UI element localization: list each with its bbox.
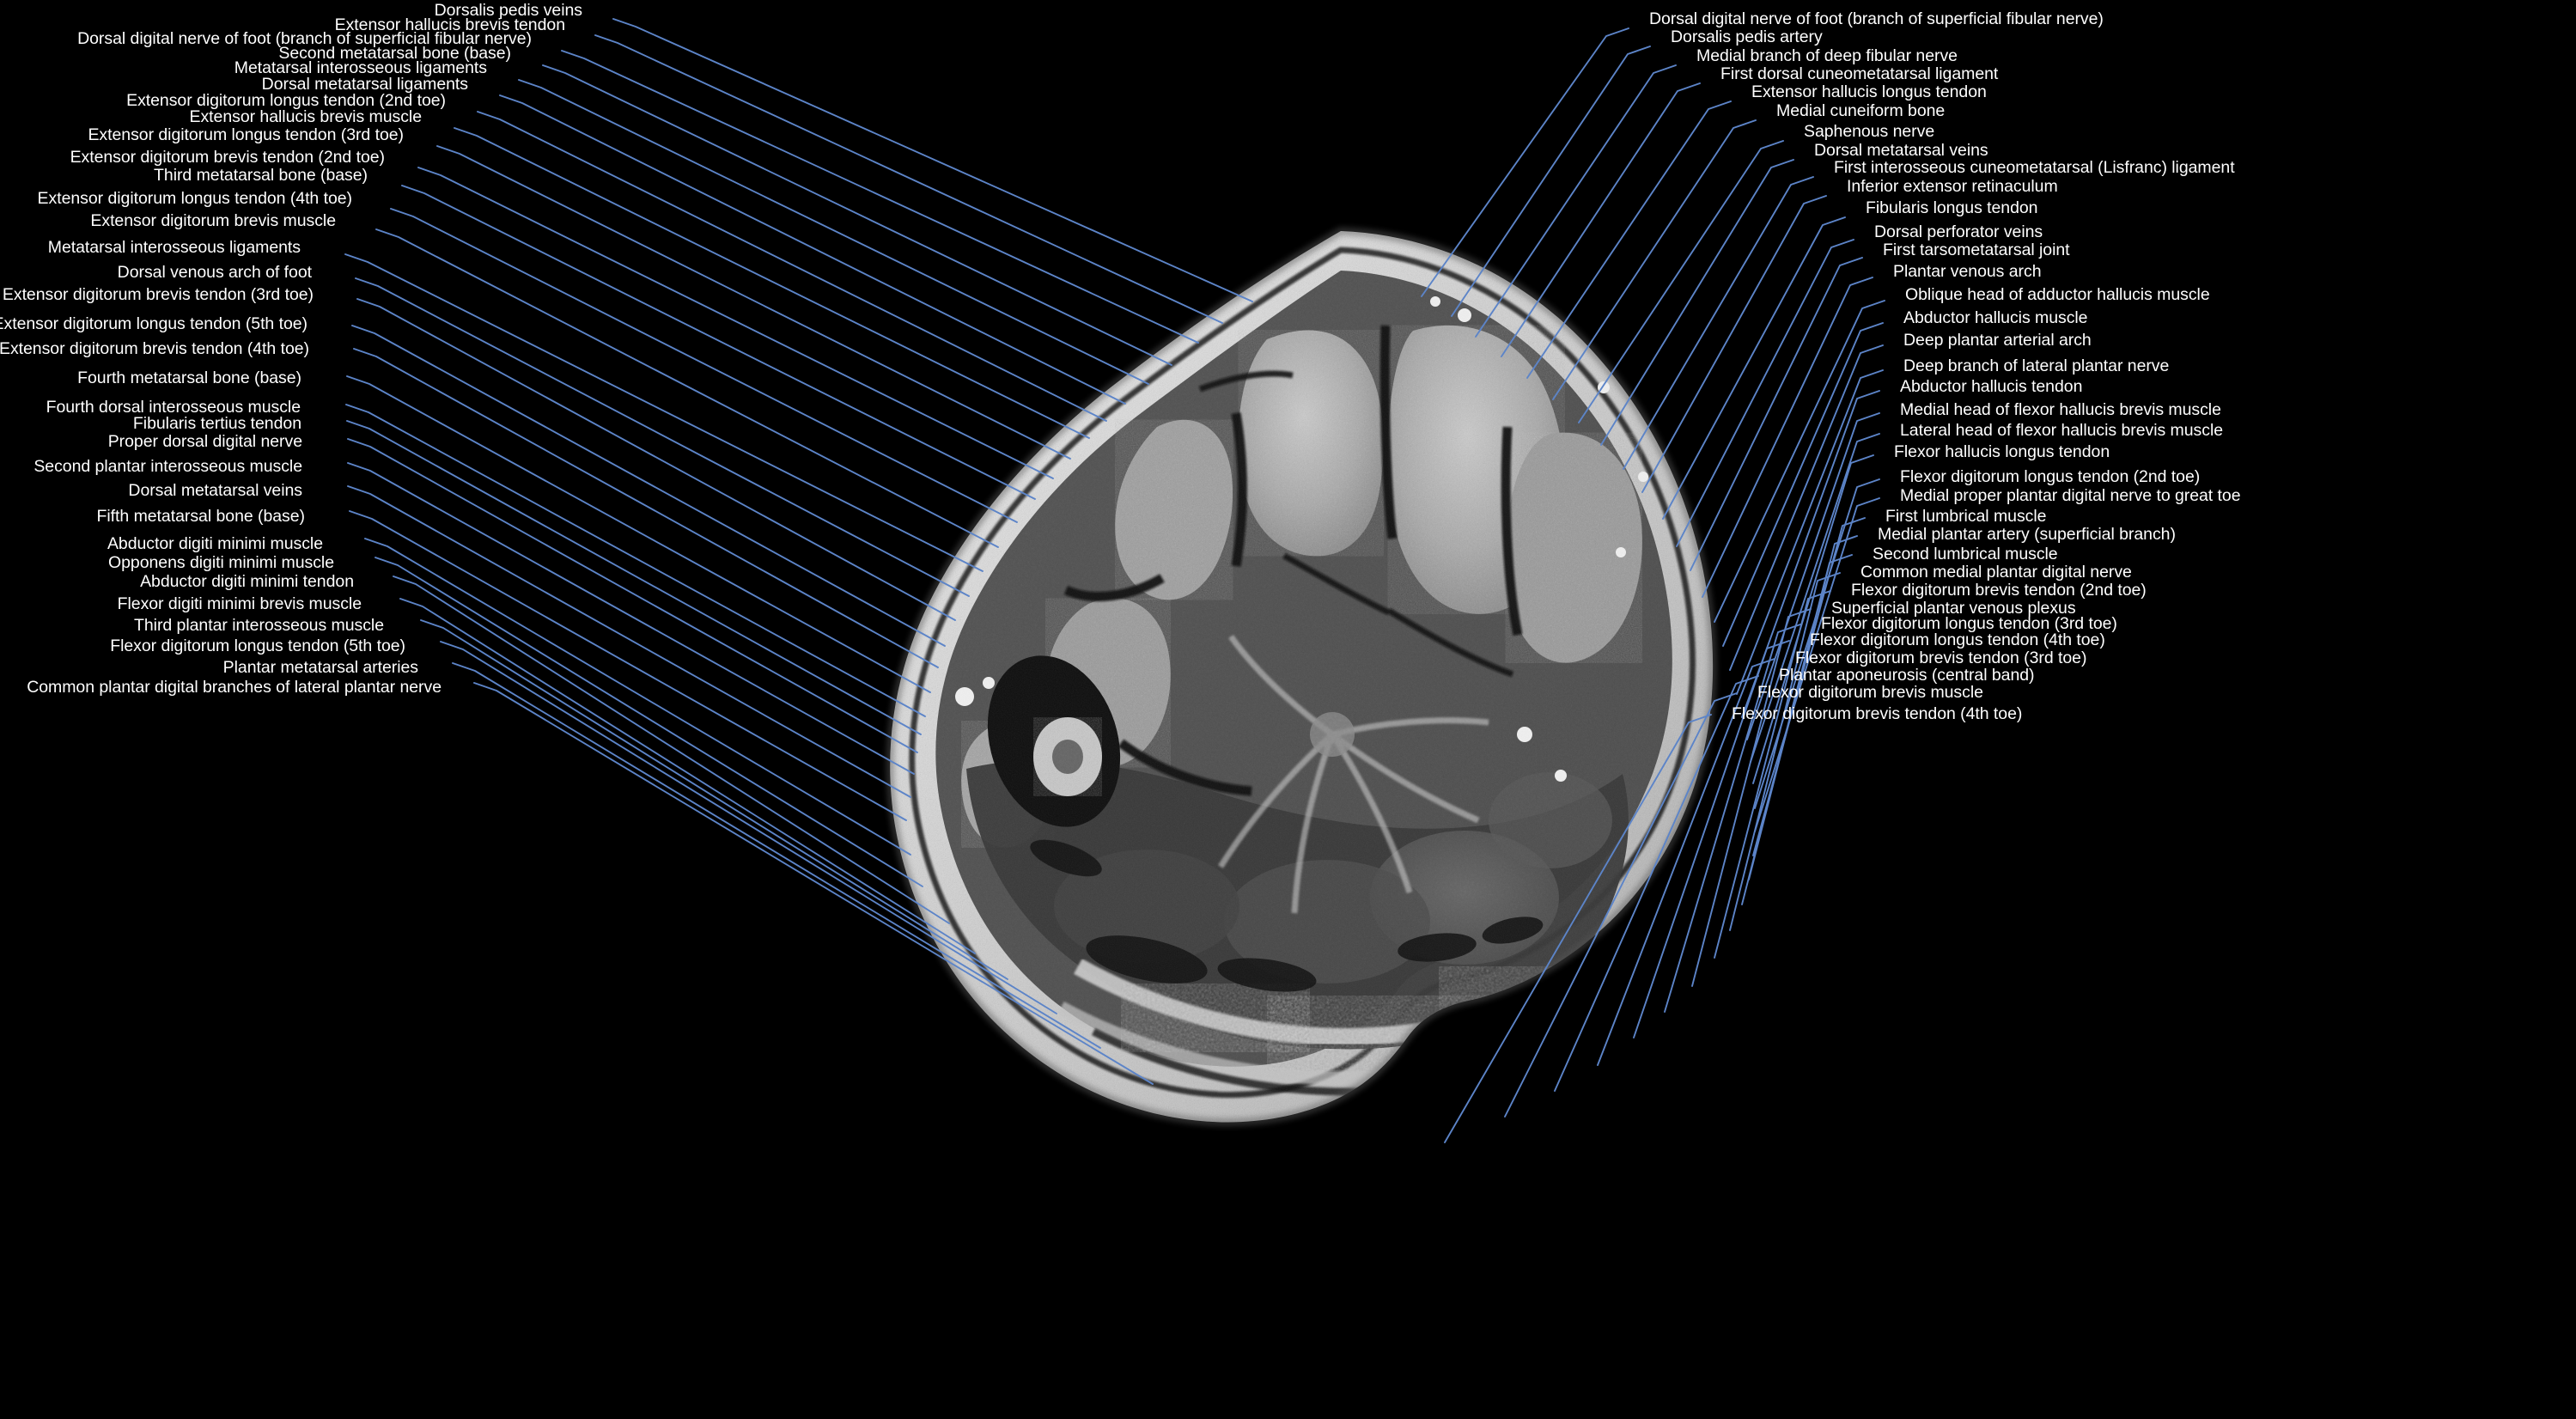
anatomy-label-fifth-metatarsal-bone-base[interactable]: Fifth metatarsal bone (base): [96, 507, 306, 526]
leader-line-second-plantar-interosseous-muscle: [347, 462, 915, 775]
anatomy-label-medial-plantar-artery-superficial-branch[interactable]: Medial plantar artery (superficial branc…: [1878, 525, 2176, 544]
anatomy-label-proper-dorsal-digital-nerve[interactable]: Proper dorsal digital nerve: [107, 432, 302, 451]
leader-line-extensor-digitorum-longus-tendon-5th-toe: [351, 325, 946, 647]
anatomy-label-plantar-metatarsal-arteries[interactable]: Plantar metatarsal arteries: [222, 658, 418, 677]
anatomy-label-flexor-digitorum-longus-tendon-2nd-toe[interactable]: Flexor digitorum longus tendon (2nd toe): [1900, 467, 2201, 486]
anatomy-label-fibularis-longus-tendon[interactable]: Fibularis longus tendon: [1866, 198, 2038, 217]
anatomy-label-second-lumbrical-muscle[interactable]: Second lumbrical muscle: [1873, 545, 2058, 563]
anatomy-label-lateral-head-of-flexor-hallucis-brevis-muscle[interactable]: Lateral head of flexor hallucis brevis m…: [1900, 421, 2224, 440]
leader-line-proper-dorsal-digital-nerve: [347, 438, 918, 753]
anatomy-label-dorsal-metatarsal-ligaments[interactable]: Dorsal metatarsal ligaments: [261, 75, 468, 94]
anatomy-label-first-tarsometatarsal-joint[interactable]: First tarsometatarsal joint: [1883, 241, 2070, 259]
anatomy-label-metatarsal-interosseous-ligaments[interactable]: Metatarsal interosseous ligaments: [47, 238, 301, 257]
leader-line-abductor-digiti-minimi-muscle: [364, 538, 911, 856]
anatomy-label-dorsal-perforator-veins[interactable]: Dorsal perforator veins: [1874, 222, 2043, 241]
anatomy-label-dorsal-digital-nerve-of-foot-branch-of-superficial-fibular-n[interactable]: Dorsal digital nerve of foot (branch of …: [77, 29, 532, 48]
anatomy-label-oblique-head-of-adductor-hallucis-muscle[interactable]: Oblique head of adductor hallucis muscle: [1905, 285, 2210, 304]
anatomy-label-abductor-digiti-minimi-tendon[interactable]: Abductor digiti minimi tendon: [140, 572, 354, 591]
leader-line-plantar-venous-arch: [1702, 277, 1873, 598]
anatomy-label-first-interosseous-cuneometatarsal-lisfranc-ligament[interactable]: First interosseous cuneometatarsal (Lisf…: [1834, 158, 2235, 177]
anatomy-label-deep-branch-of-lateral-plantar-nerve[interactable]: Deep branch of lateral plantar nerve: [1903, 356, 2170, 375]
anatomy-label-extensor-digitorum-brevis-tendon-3rd-toe[interactable]: Extensor digitorum brevis tendon (3rd to…: [2, 285, 314, 304]
leader-line-fourth-metatarsal-bone-base: [346, 375, 931, 693]
anatomy-label-superficial-plantar-venous-plexus[interactable]: Superficial plantar venous plexus: [1831, 599, 2076, 618]
anatomy-label-opponens-digiti-minimi-muscle[interactable]: Opponens digiti minimi muscle: [108, 553, 334, 572]
anatomy-label-dorsalis-pedis-veins[interactable]: Dorsalis pedis veins: [434, 1, 582, 20]
anatomy-label-extensor-digitorum-brevis-tendon-4th-toe[interactable]: Extensor digitorum brevis tendon (4th to…: [0, 339, 309, 358]
anatomy-label-plantar-aponeurosis-central-band[interactable]: Plantar aponeurosis (central band): [1779, 666, 2035, 685]
anatomy-label-inferior-extensor-retinaculum[interactable]: Inferior extensor retinaculum: [1847, 177, 2058, 196]
anatomy-label-extensor-digitorum-longus-tendon-4th-toe[interactable]: Extensor digitorum longus tendon (4th to…: [37, 189, 353, 208]
leader-line-extensor-digitorum-brevis-tendon-4th-toe: [353, 348, 939, 668]
anatomy-label-second-plantar-interosseous-muscle[interactable]: Second plantar interosseous muscle: [33, 457, 302, 476]
anatomy-label-extensor-hallucis-longus-tendon[interactable]: Extensor hallucis longus tendon: [1751, 82, 1987, 101]
anatomy-label-dorsal-digital-nerve-of-foot-branch-of-superficial-fibular-n[interactable]: Dorsal digital nerve of foot (branch of …: [1649, 9, 2104, 28]
foot-mri-axial-image: [863, 219, 1726, 1151]
anatomy-label-common-medial-plantar-digital-nerve[interactable]: Common medial plantar digital nerve: [1860, 563, 2132, 582]
anatomy-label-extensor-digitorum-longus-tendon-3rd-toe[interactable]: Extensor digitorum longus tendon (3rd to…: [88, 125, 404, 144]
anatomy-label-flexor-digitorum-longus-tendon-4th-toe[interactable]: Flexor digitorum longus tendon (4th toe): [1810, 630, 2105, 649]
anatomy-label-extensor-digitorum-brevis-tendon-2nd-toe[interactable]: Extensor digitorum brevis tendon (2nd to…: [70, 148, 385, 167]
anatomy-label-dorsal-metatarsal-veins[interactable]: Dorsal metatarsal veins: [1814, 141, 1988, 160]
anatomy-label-saphenous-nerve[interactable]: Saphenous nerve: [1804, 122, 1935, 141]
anatomy-label-common-plantar-digital-branches-of-lateral-plantar-nerve[interactable]: Common plantar digital branches of later…: [27, 678, 442, 697]
anatomy-label-flexor-digitorum-longus-tendon-3rd-toe[interactable]: Flexor digitorum longus tendon (3rd toe): [1821, 614, 2117, 633]
anatomy-label-medial-proper-plantar-digital-nerve-to-great-toe[interactable]: Medial proper plantar digital nerve to g…: [1900, 486, 2241, 505]
anatomy-label-second-metatarsal-bone-base[interactable]: Second metatarsal bone (base): [278, 44, 511, 63]
anatomy-label-flexor-digitorum-brevis-tendon-2nd-toe[interactable]: Flexor digitorum brevis tendon (2nd toe): [1851, 581, 2147, 600]
anatomy-label-fourth-metatarsal-bone-base[interactable]: Fourth metatarsal bone (base): [77, 368, 301, 387]
anatomy-label-abductor-hallucis-muscle[interactable]: Abductor hallucis muscle: [1903, 308, 2088, 327]
anatomy-label-flexor-digitorum-brevis-tendon-4th-toe[interactable]: Flexor digitorum brevis tendon (4th toe): [1732, 704, 2023, 723]
anatomy-label-extensor-digitorum-longus-tendon-2nd-toe[interactable]: Extensor digitorum longus tendon (2nd to…: [126, 91, 446, 110]
anatomy-label-dorsal-venous-arch-of-foot[interactable]: Dorsal venous arch of foot: [117, 263, 312, 282]
leader-line-fourth-dorsal-interosseous-muscle: [345, 404, 926, 717]
anatomy-label-medial-cuneiform-bone[interactable]: Medial cuneiform bone: [1776, 101, 1946, 120]
anatomy-label-dorsal-metatarsal-veins[interactable]: Dorsal metatarsal veins: [128, 481, 302, 500]
anatomy-label-flexor-digiti-minimi-brevis-muscle[interactable]: Flexor digiti minimi brevis muscle: [117, 594, 362, 613]
anatomy-label-third-plantar-interosseous-muscle[interactable]: Third plantar interosseous muscle: [134, 616, 384, 635]
anatomy-label-first-dorsal-cuneometatarsal-ligament[interactable]: First dorsal cuneometatarsal ligament: [1720, 64, 1999, 83]
leader-line-dorsal-metatarsal-veins: [347, 485, 911, 798]
anatomy-label-first-lumbrical-muscle[interactable]: First lumbrical muscle: [1885, 507, 2047, 526]
leader-line-fifth-metatarsal-bone-base: [349, 510, 907, 821]
leader-line-oblique-head-of-adductor-hallucis-muscle: [1714, 300, 1885, 623]
anatomy-label-extensor-hallucis-brevis-muscle[interactable]: Extensor hallucis brevis muscle: [189, 107, 423, 126]
anatomy-label-medial-head-of-flexor-hallucis-brevis-muscle[interactable]: Medial head of flexor hallucis brevis mu…: [1900, 400, 2221, 419]
anatomy-label-extensor-hallucis-brevis-tendon[interactable]: Extensor hallucis brevis tendon: [334, 15, 565, 34]
anatomy-label-extensor-digitorum-longus-tendon-5th-toe[interactable]: Extensor digitorum longus tendon (5th to…: [0, 314, 308, 333]
anatomy-label-extensor-digitorum-brevis-muscle[interactable]: Extensor digitorum brevis muscle: [90, 211, 336, 230]
anatomy-label-flexor-digitorum-brevis-tendon-3rd-toe[interactable]: Flexor digitorum brevis tendon (3rd toe): [1795, 649, 2087, 667]
anatomy-label-fibularis-tertius-tendon[interactable]: Fibularis tertius tendon: [132, 414, 301, 433]
anatomy-label-abductor-hallucis-tendon[interactable]: Abductor hallucis tendon: [1900, 377, 2083, 396]
mri-scan-svg: [863, 219, 1726, 1151]
anatomy-label-metatarsal-interosseous-ligaments[interactable]: Metatarsal interosseous ligaments: [234, 58, 487, 77]
anatomy-label-flexor-hallucis-longus-tendon[interactable]: Flexor hallucis longus tendon: [1894, 442, 2110, 461]
anatomy-label-plantar-venous-arch[interactable]: Plantar venous arch: [1893, 262, 2042, 281]
anatomy-label-flexor-digitorum-longus-tendon-5th-toe[interactable]: Flexor digitorum longus tendon (5th toe): [110, 636, 405, 655]
anatomy-label-fourth-dorsal-interosseous-muscle[interactable]: Fourth dorsal interosseous muscle: [46, 398, 301, 417]
anatomy-label-third-metatarsal-bone-base[interactable]: Third metatarsal bone (base): [154, 166, 368, 185]
anatomy-label-abductor-digiti-minimi-muscle[interactable]: Abductor digiti minimi muscle: [107, 534, 323, 553]
anatomy-label-flexor-digitorum-brevis-muscle[interactable]: Flexor digitorum brevis muscle: [1757, 683, 1983, 702]
anatomy-label-medial-branch-of-deep-fibular-nerve[interactable]: Medial branch of deep fibular nerve: [1696, 46, 1958, 65]
leader-line-opponens-digiti-minimi-muscle: [375, 557, 923, 887]
anatomy-label-dorsalis-pedis-artery[interactable]: Dorsalis pedis artery: [1671, 27, 1823, 46]
anatomy-label-deep-plantar-arterial-arch[interactable]: Deep plantar arterial arch: [1903, 331, 2092, 350]
